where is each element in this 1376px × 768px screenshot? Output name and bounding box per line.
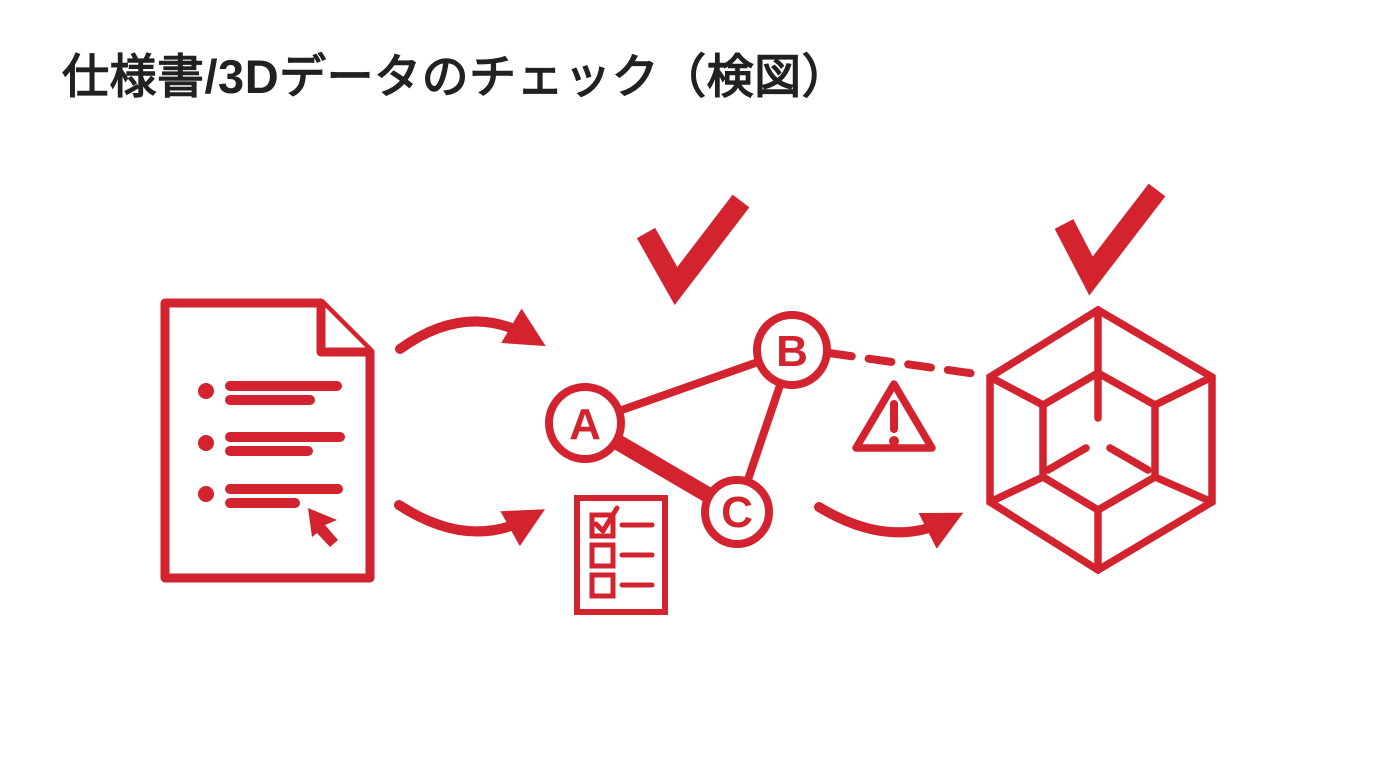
node-a-label: A xyxy=(569,400,601,449)
bullet-dot xyxy=(198,486,214,502)
checkmark-icon xyxy=(1054,183,1166,296)
node-c-label: C xyxy=(721,488,753,537)
checklist-icon xyxy=(574,495,668,615)
flow-arrow-top-icon xyxy=(395,308,546,354)
page-title: 仕様書/3Dデータのチェック（検図） xyxy=(62,50,850,103)
warning-triangle-icon xyxy=(852,380,936,452)
flow-arrow-right-icon xyxy=(814,502,964,549)
node-c xyxy=(701,476,773,548)
flow-arrow-bottom-icon xyxy=(394,500,545,547)
checkmark-icon xyxy=(636,194,750,305)
node-a xyxy=(545,383,625,463)
cursor-icon xyxy=(308,508,338,547)
bullet-dot xyxy=(198,435,214,451)
dashed-link-icon xyxy=(825,349,987,379)
cube-wireframe-icon xyxy=(986,305,1216,575)
node-b-label: B xyxy=(776,327,808,376)
spec-document-icon xyxy=(160,298,375,583)
bullet-dot xyxy=(198,383,214,399)
